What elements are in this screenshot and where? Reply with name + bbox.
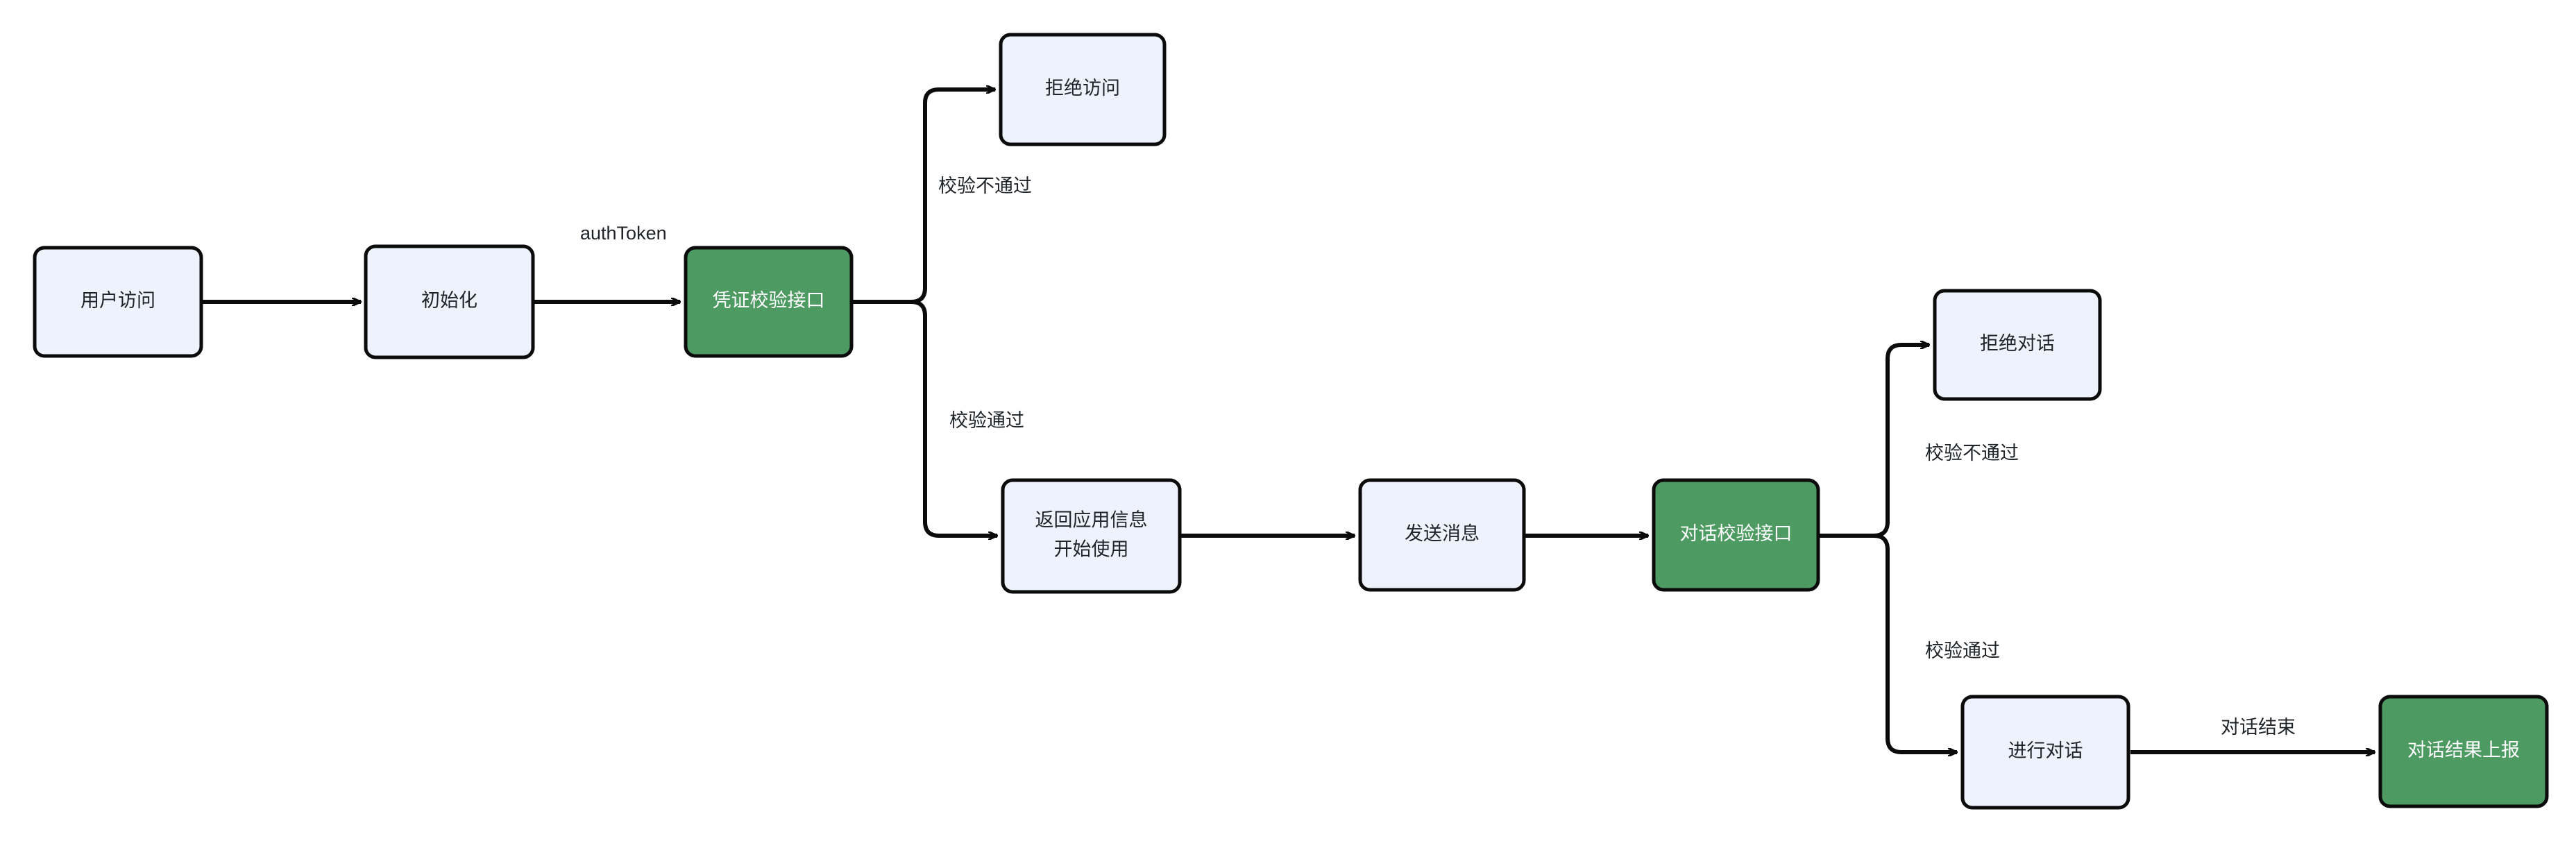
node-label-credential-api: 凭证校验接口	[713, 290, 825, 311]
node-label-report-result: 对话结果上报	[2407, 740, 2520, 761]
node-label-initialize: 初始化	[421, 290, 477, 311]
edge-label-e-init-to-cred: authToken	[580, 223, 667, 244]
node-credential-api[interactable]: 凭证校验接口	[684, 246, 854, 358]
node-box-report-result	[2378, 695, 2549, 808]
node-label-deny-dialog: 拒绝对话	[1980, 333, 2055, 354]
node-report-result[interactable]: 对话结果上报	[2378, 695, 2549, 808]
node-label-user-access: 用户访问	[80, 290, 155, 311]
edge-label-e-do-to-report: 对话结束	[2221, 717, 2296, 738]
node-box-dialog-verify-api	[1652, 478, 1820, 592]
node-label-return-app-info-line1: 返回应用信息	[1035, 510, 1148, 531]
node-label-deny-access: 拒绝访问	[1045, 78, 1120, 99]
node-do-dialog[interactable]: 进行对话	[1960, 695, 2130, 810]
node-label-do-dialog: 进行对话	[2008, 740, 2083, 761]
edge-e-dialog-to-do	[1820, 534, 1957, 752]
edge-label-e-cred-to-deny: 校验不通过	[938, 176, 1032, 196]
node-user-access[interactable]: 用户访问	[33, 246, 203, 358]
node-label-return-app-info-line2: 开始使用	[1054, 539, 1129, 560]
node-initialize[interactable]: 初始化	[364, 244, 535, 359]
node-box-initialize	[364, 244, 535, 359]
node-deny-access[interactable]: 拒绝访问	[999, 33, 1167, 146]
node-deny-dialog[interactable]: 拒绝对话	[1933, 289, 2102, 401]
edge-label-e-dialog-to-do: 校验通过	[1925, 640, 2000, 661]
node-box-send-message	[1358, 478, 1526, 592]
node-box-do-dialog	[1960, 695, 2130, 810]
node-dialog-verify-api[interactable]: 对话校验接口	[1652, 478, 1820, 592]
node-label-send-message: 发送消息	[1405, 523, 1480, 544]
node-box-deny-dialog	[1933, 289, 2102, 401]
edge-e-cred-to-return	[853, 300, 997, 536]
node-box-return-app-info	[1001, 478, 1182, 594]
node-label-dialog-verify-api: 对话校验接口	[1680, 523, 1793, 544]
node-box-deny-access	[999, 33, 1167, 146]
edge-label-e-dialog-to-deny: 校验不通过	[1925, 443, 2019, 464]
node-box-credential-api	[684, 246, 854, 358]
edges-layer	[203, 90, 2375, 752]
node-send-message[interactable]: 发送消息	[1358, 478, 1526, 592]
node-box-user-access	[33, 246, 203, 358]
edge-e-dialog-to-deny	[1820, 345, 1929, 538]
edge-label-e-cred-to-return: 校验通过	[949, 410, 1024, 431]
